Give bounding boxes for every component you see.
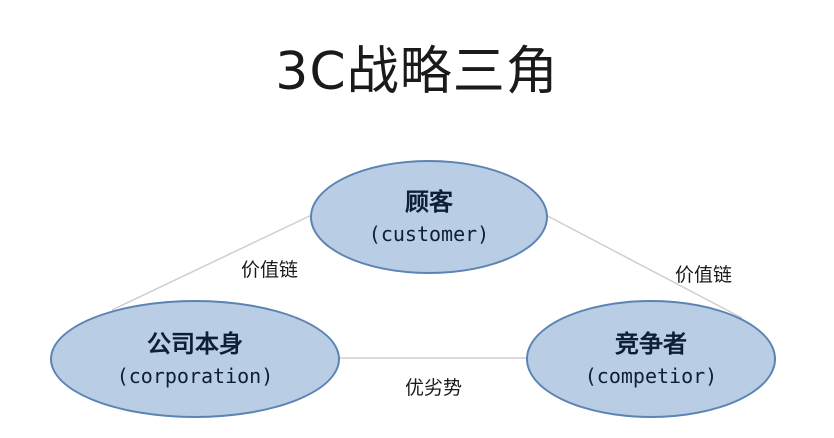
node-corporation-name: 公司本身: [147, 330, 243, 358]
node-competitor-english: (competior): [584, 364, 718, 388]
node-customer-name: 顾客: [405, 188, 453, 216]
edge-customer-competitor: [539, 211, 743, 319]
node-competitor: 竞争者 (competior): [526, 300, 776, 418]
edge-label-strengths-weaknesses: 优劣势: [405, 377, 463, 399]
edge-label-value-chain-right: 价值链: [675, 264, 733, 286]
node-customer: 顾客 (customer): [310, 160, 548, 274]
node-customer-english: (customer): [368, 222, 490, 246]
edge-label-value-chain-left: 价值链: [241, 259, 299, 281]
node-corporation: 公司本身 (corporation): [50, 300, 340, 418]
node-competitor-name: 竞争者: [615, 330, 687, 358]
edge-customer-corporation: [111, 211, 319, 311]
node-corporation-english: (corporation): [116, 364, 274, 388]
diagram-title: 3C战略三角: [275, 42, 559, 102]
